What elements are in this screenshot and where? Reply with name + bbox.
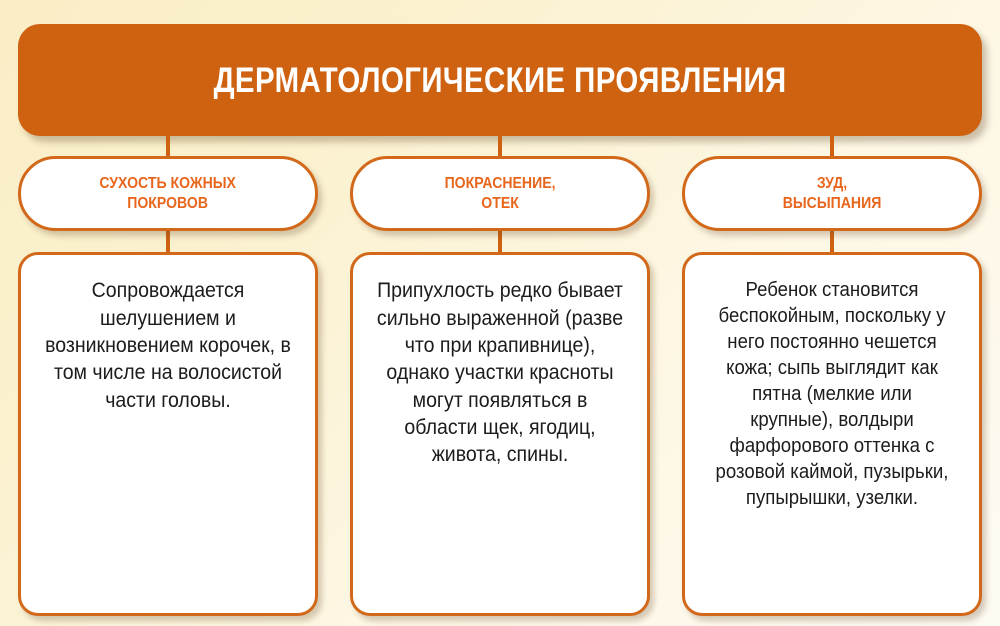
column-heading-label: СУХОСТЬ КОЖНЫХ ПОКРОВОВ [99,174,237,212]
column-itching-rash: ЗУД, ВЫСЫПАНИЯ Ребенок становится беспок… [682,136,982,616]
column-body-card: Сопровождается шелушением и возникновени… [18,252,318,616]
column-body-card: Припухлость редко бывает сильно выраженн… [350,252,650,616]
column-body-text: Ребенок становится беспокойным, поскольк… [715,279,949,510]
connector-line-middle [498,231,502,253]
columns-container: СУХОСТЬ КОЖНЫХ ПОКРОВОВ Сопровождается ш… [0,136,1000,616]
column-heading-pill: ЗУД, ВЫСЫПАНИЯ [682,156,982,232]
column-body-text: Сопровождается шелушением и возникновени… [45,279,291,412]
column-heading-label: ПОКРАСНЕНИЕ, ОТЕК [444,174,556,212]
column-heading-label: ЗУД, ВЫСЫПАНИЯ [782,174,882,212]
connector-line-top [166,136,170,158]
connector-line-middle [166,231,170,253]
column-heading-pill: ПОКРАСНЕНИЕ, ОТЕК [350,156,650,232]
column-body-card: Ребенок становится беспокойным, поскольк… [682,252,982,616]
column-dry-skin: СУХОСТЬ КОЖНЫХ ПОКРОВОВ Сопровождается ш… [18,136,318,616]
column-heading-pill: СУХОСТЬ КОЖНЫХ ПОКРОВОВ [18,156,318,232]
connector-line-middle [830,231,834,253]
header-banner: ДЕРМАТОЛОГИЧЕСКИЕ ПРОЯВЛЕНИЯ [18,24,982,136]
connector-line-top [498,136,502,158]
page-title: ДЕРМАТОЛОГИЧЕСКИЕ ПРОЯВЛЕНИЯ [213,60,787,100]
connector-line-top [830,136,834,158]
column-redness-edema: ПОКРАСНЕНИЕ, ОТЕК Припухлость редко быва… [350,136,650,616]
column-body-text: Припухлость редко бывает сильно выраженн… [376,279,624,467]
